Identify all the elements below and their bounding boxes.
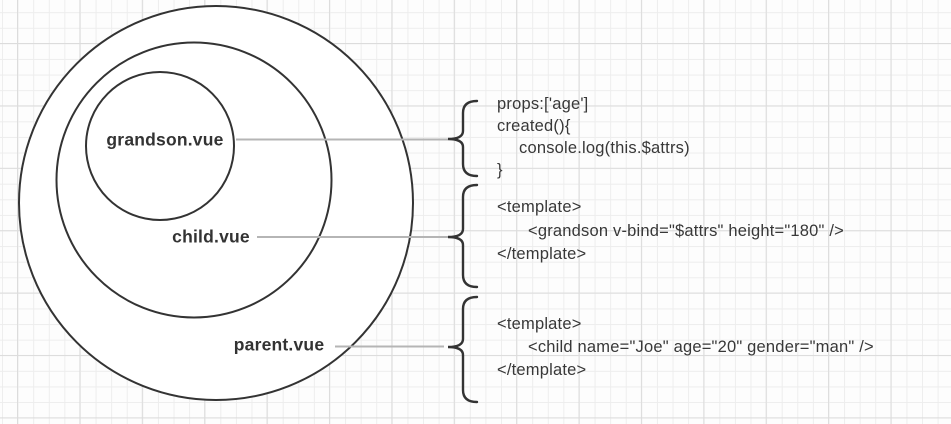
- code-line: </template>: [497, 361, 587, 379]
- child-circle-label: child.vue: [172, 226, 250, 247]
- code-line: }: [497, 161, 503, 179]
- grandson-code-block: props:['age'] created(){ console.log(thi…: [497, 93, 690, 181]
- code-line: <child name="Joe" age="20" gender="man" …: [528, 338, 874, 356]
- brace-child-code: [447, 183, 479, 289]
- code-line: console.log(this.$attrs): [519, 139, 690, 157]
- brace-parent-code: [447, 295, 479, 404]
- code-line: <grandson v-bind="$attrs" height="180" /…: [528, 221, 845, 240]
- grandson-circle: [85, 71, 235, 221]
- parent-circle-label: parent.vue: [233, 334, 325, 355]
- code-line: created(){: [497, 117, 571, 135]
- brace-grandson-code: [447, 99, 479, 178]
- code-line: <template>: [497, 315, 582, 333]
- parent-code-block: <template> <child name="Joe" age="20" ge…: [497, 313, 874, 382]
- code-line: props:['age']: [497, 95, 589, 113]
- child-code-block: <template> <grandson v-bind="$attrs" hei…: [497, 196, 844, 267]
- grandson-circle-label: grandson.vue: [106, 129, 224, 150]
- code-line: <template>: [497, 198, 582, 216]
- code-line: </template>: [497, 245, 587, 263]
